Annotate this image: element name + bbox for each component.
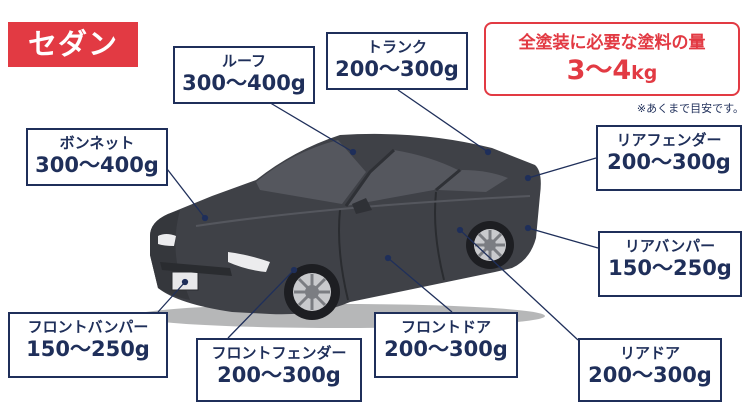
label-roof-name: ルーフ xyxy=(221,52,267,70)
label-rear-door-name: リアドア xyxy=(619,344,680,362)
category-badge: セダン xyxy=(8,22,138,67)
label-front-bumper: フロントバンパー 150～250g xyxy=(8,312,168,378)
label-front-fender-value: 200～300g xyxy=(217,363,341,387)
paint-amount-title: 全塗装に必要な塗料の量 xyxy=(518,33,706,53)
label-rear-bumper-name: リアバンパー xyxy=(624,237,716,255)
label-rear-door-value: 200～300g xyxy=(588,363,712,387)
label-roof-value: 300～400g xyxy=(182,71,306,95)
label-bonnet-name: ボンネット xyxy=(59,134,135,152)
label-rear-fender-value: 200～300g xyxy=(607,150,731,174)
label-trunk-value: 200～300g xyxy=(335,57,459,81)
label-rear-fender-name: リアフェンダー xyxy=(616,131,722,149)
label-front-bumper-value: 150～250g xyxy=(26,337,150,361)
paint-amount-max: 4 xyxy=(612,55,632,86)
paint-amount-unit: kg xyxy=(631,62,658,84)
paint-amount-value: 3～4kg xyxy=(486,54,738,90)
label-front-bumper-name: フロントバンパー xyxy=(27,318,149,336)
car-body xyxy=(135,133,545,328)
label-rear-fender: リアフェンダー 200～300g xyxy=(596,125,742,191)
label-front-door-name: フロントドア xyxy=(400,318,491,336)
estimate-note: ※あくまで目安です。 xyxy=(636,102,744,115)
label-rear-bumper: リアバンパー 150～250g xyxy=(598,231,742,297)
label-rear-door: リアドア 200～300g xyxy=(578,338,722,402)
paint-amount-sep: ～ xyxy=(585,55,613,86)
label-roof: ルーフ 300～400g xyxy=(173,46,315,104)
label-front-fender-name: フロントフェンダー xyxy=(211,344,347,362)
label-front-door-value: 200～300g xyxy=(384,337,508,361)
paint-amount-min: 3 xyxy=(566,55,586,86)
label-bonnet: ボンネット 300～400g xyxy=(26,128,168,186)
label-rear-bumper-value: 150～250g xyxy=(608,256,732,280)
label-front-door: フロントドア 200～300g xyxy=(374,312,518,378)
label-trunk: トランク 200～300g xyxy=(326,32,468,90)
paint-amount-box: 全塗装に必要な塗料の量 3～4kg xyxy=(484,22,740,96)
label-trunk-name: トランク xyxy=(366,38,427,56)
leader-lines xyxy=(157,89,599,341)
label-bonnet-value: 300～400g xyxy=(35,153,159,177)
label-front-fender: フロントフェンダー 200～300g xyxy=(196,338,362,402)
